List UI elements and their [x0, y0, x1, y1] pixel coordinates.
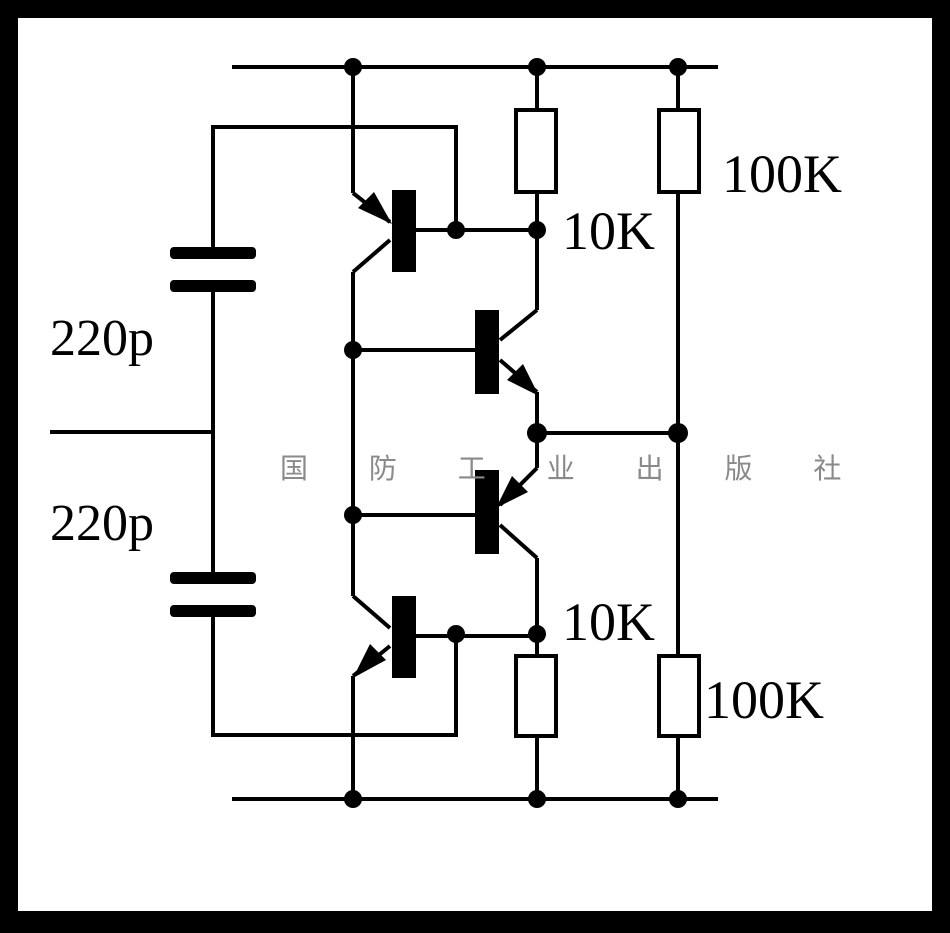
transistor-bars [392, 190, 499, 678]
q3-collector-lead [498, 523, 539, 560]
q2-collector-lead [498, 308, 539, 342]
label-220p-top: 220p [50, 310, 154, 367]
q3-arrow [496, 476, 528, 508]
q2-base-bar [475, 310, 499, 394]
q4-base-bar [392, 596, 416, 678]
label-10k-top: 10K [562, 201, 655, 261]
emitter-arrows [353, 192, 539, 678]
top-bootstrap-wire [211, 125, 458, 254]
q4-collector-lead [351, 594, 392, 630]
resistor-10k-bottom [514, 654, 558, 738]
resistor-100k-bottom [657, 654, 701, 738]
publisher-watermark: 国 防 工 业 出 版 社 [280, 452, 867, 485]
label-100k-top: 100K [722, 144, 842, 204]
label-100k-bottom: 100K [704, 670, 824, 730]
q1-arrow [358, 192, 392, 224]
resistors [514, 108, 701, 738]
capacitor-bottom [170, 572, 256, 617]
q4-arrow [353, 644, 386, 678]
q2-arrow [507, 364, 539, 396]
q3-base-bar [475, 470, 499, 554]
q1-base-bar [392, 190, 416, 272]
resistor-100k-top [657, 108, 701, 194]
bottom-bootstrap-wire [211, 610, 458, 737]
resistor-10k-top [514, 108, 558, 194]
q1-collector-lead [351, 238, 392, 274]
capacitor-top [170, 247, 256, 292]
circuit-schematic: 100K 10K 220p 220p 10K 100K 国 防 工 业 出 版 … [50, 58, 867, 808]
label-10k-bottom: 10K [562, 592, 655, 652]
capacitors [170, 247, 256, 617]
label-220p-bottom: 220p [50, 495, 154, 552]
junctions [344, 58, 688, 808]
diagram-frame: 100K 10K 220p 220p 10K 100K 国 防 工 业 出 版 … [18, 18, 932, 911]
wires [50, 65, 718, 801]
